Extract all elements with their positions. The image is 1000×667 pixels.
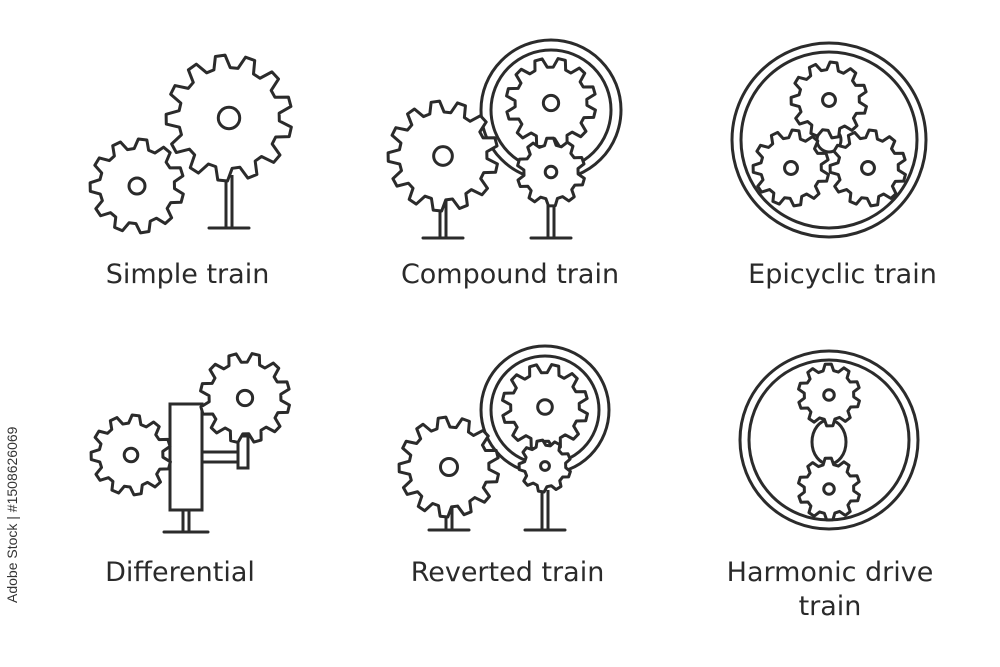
simple-train-icon bbox=[90, 55, 291, 233]
output-gear bbox=[519, 440, 570, 492]
small-gear bbox=[90, 139, 183, 233]
epicyclic-train-icon bbox=[732, 43, 926, 237]
planet-gear-right bbox=[830, 130, 905, 206]
ring-gear bbox=[503, 365, 588, 450]
side-gear-right bbox=[201, 354, 290, 443]
gear-hub bbox=[434, 147, 453, 166]
input-gear bbox=[399, 417, 498, 517]
gear-hub bbox=[541, 462, 550, 471]
differential-icon bbox=[91, 354, 289, 532]
large-gear bbox=[166, 55, 291, 181]
ring-outer bbox=[740, 351, 918, 529]
label-harmonic-drive-train: Harmonic drive train bbox=[700, 556, 960, 624]
gear-hub bbox=[124, 448, 138, 462]
label-harmonic-line2: train bbox=[798, 591, 862, 622]
lower-compound-gear bbox=[518, 138, 585, 206]
gear-hub bbox=[824, 484, 835, 495]
gear-hub bbox=[545, 166, 557, 178]
gear-hub bbox=[441, 459, 458, 476]
reverted-train-icon bbox=[399, 346, 609, 530]
flexspline-gear-top bbox=[799, 364, 860, 426]
gear-hub bbox=[785, 162, 798, 175]
gear-hub bbox=[862, 162, 875, 175]
planet-gear-top bbox=[791, 62, 866, 138]
flexspline-gear-bottom bbox=[799, 458, 860, 520]
gear-hub bbox=[824, 390, 835, 401]
stand bbox=[209, 175, 249, 228]
gear-hub bbox=[543, 95, 558, 110]
label-reverted-train: Reverted train bbox=[410, 557, 605, 588]
gear-hub bbox=[218, 107, 239, 128]
side-gear-left bbox=[91, 415, 170, 495]
ring bbox=[732, 43, 926, 237]
stand bbox=[164, 510, 208, 532]
ring-outer bbox=[732, 43, 926, 237]
label-simple-train: Simple train bbox=[105, 259, 270, 290]
stand bbox=[525, 490, 565, 530]
label-compound-train: Compound train bbox=[400, 259, 620, 290]
gear-hub bbox=[538, 400, 553, 415]
gear-hub bbox=[237, 390, 252, 405]
compound-train-icon bbox=[388, 40, 621, 238]
ring-inner bbox=[741, 52, 917, 228]
gear-hub bbox=[129, 178, 145, 194]
input-gear bbox=[388, 101, 497, 211]
label-epicyclic-train: Epicyclic train bbox=[748, 259, 937, 290]
housing bbox=[170, 404, 202, 510]
upper-compound-gear bbox=[507, 59, 596, 148]
harmonic-drive-train-icon bbox=[740, 351, 918, 529]
stock-id-watermark: Adobe Stock | #1508626069 bbox=[4, 426, 20, 604]
label-harmonic-line1: Harmonic drive bbox=[726, 557, 934, 588]
planet-gear-left bbox=[753, 130, 828, 206]
label-differential: Differential bbox=[105, 557, 255, 588]
gear-hub bbox=[823, 94, 836, 107]
